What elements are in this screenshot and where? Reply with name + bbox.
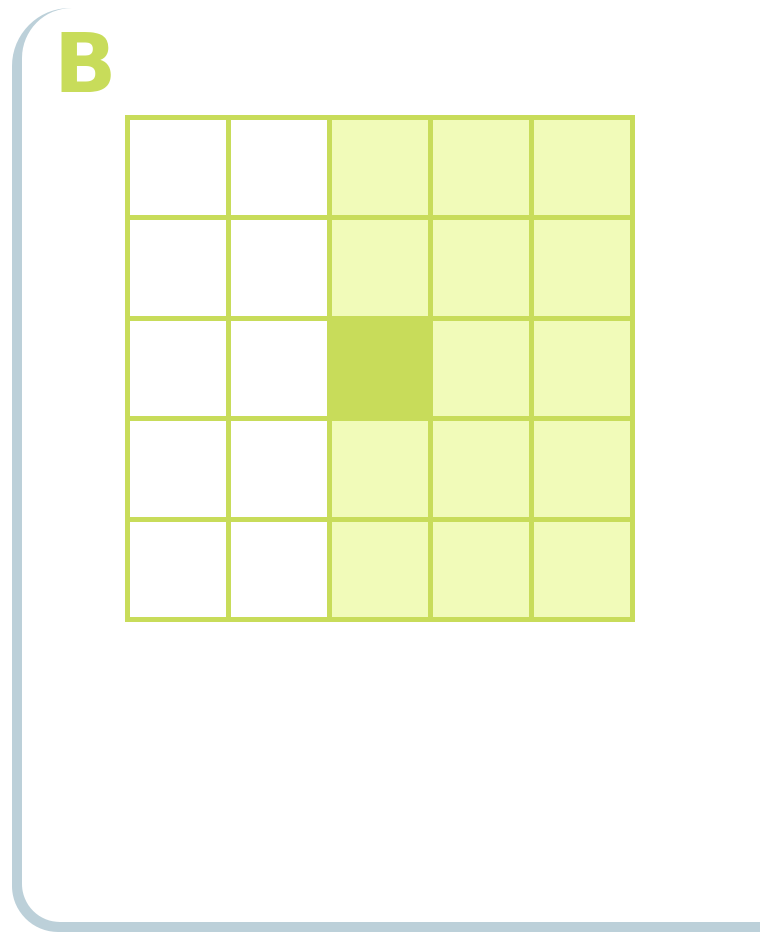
grid-cell-r5-c1[interactable]: [130, 521, 226, 617]
grid-cell-r4-c5[interactable]: [534, 421, 630, 517]
grid-cell-r4-c4[interactable]: [433, 421, 529, 517]
grid-cell-r5-c4[interactable]: [433, 521, 529, 617]
card-edge: [722, 892, 760, 922]
grid-cell-r3-c2[interactable]: [231, 320, 327, 417]
grid-cell-r3-c5[interactable]: [534, 320, 630, 417]
game-grid: [125, 115, 635, 622]
grid-cell-r3-c1[interactable]: [130, 320, 226, 417]
grid-cell-r1-c4[interactable]: [433, 120, 529, 216]
grid-cell-r5-c5[interactable]: [534, 521, 630, 617]
grid-cell-r4-c3[interactable]: [332, 421, 428, 517]
grid-cell-r3-c4[interactable]: [433, 320, 529, 417]
grid-cell-r4-c1[interactable]: [130, 421, 226, 517]
grid-cell-r1-c5[interactable]: [534, 120, 630, 216]
grid-cell-r2-c4[interactable]: [433, 220, 529, 316]
grid-cell-r1-c1[interactable]: [130, 120, 226, 216]
grid-cell-r5-c2[interactable]: [231, 521, 327, 617]
grid-cell-r2-c5[interactable]: [534, 220, 630, 316]
grid-cell-r2-c2[interactable]: [231, 220, 327, 316]
grid-cell-r2-c3[interactable]: [332, 220, 428, 316]
grid-cell-r2-c1[interactable]: [130, 220, 226, 316]
grid-cell-r4-c2[interactable]: [231, 421, 327, 517]
card-label: B: [54, 17, 117, 112]
grid-cell-r5-c3[interactable]: [332, 521, 428, 617]
grid-cell-r1-c2[interactable]: [231, 120, 327, 216]
grid-cell-r1-c3[interactable]: [332, 120, 428, 216]
grid-cell-r3-c3[interactable]: [332, 320, 428, 417]
